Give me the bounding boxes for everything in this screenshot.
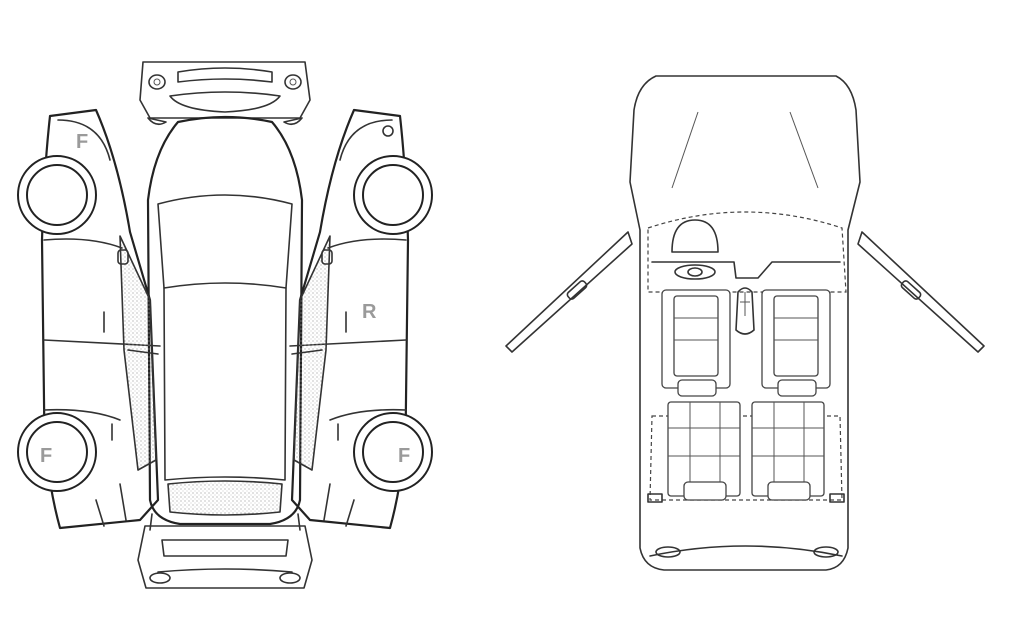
open-doors (505, 231, 985, 353)
front-bumper-panel (139, 61, 311, 126)
label-front-right-wheel: F (398, 445, 410, 467)
exploded-car-view: F F R F (17, 61, 433, 589)
left-side-panel: F F (17, 108, 161, 530)
rear-seats (647, 401, 845, 503)
interior-top-view (505, 75, 985, 571)
label-right-door: R (362, 301, 377, 323)
label-front-left-wheel: F (40, 445, 52, 467)
label-front-left-door: F (76, 131, 88, 153)
rear-bumper-panel (137, 513, 313, 589)
right-side-panel: R F (289, 108, 433, 530)
front-seats (661, 289, 831, 397)
car-body-top (146, 115, 304, 526)
